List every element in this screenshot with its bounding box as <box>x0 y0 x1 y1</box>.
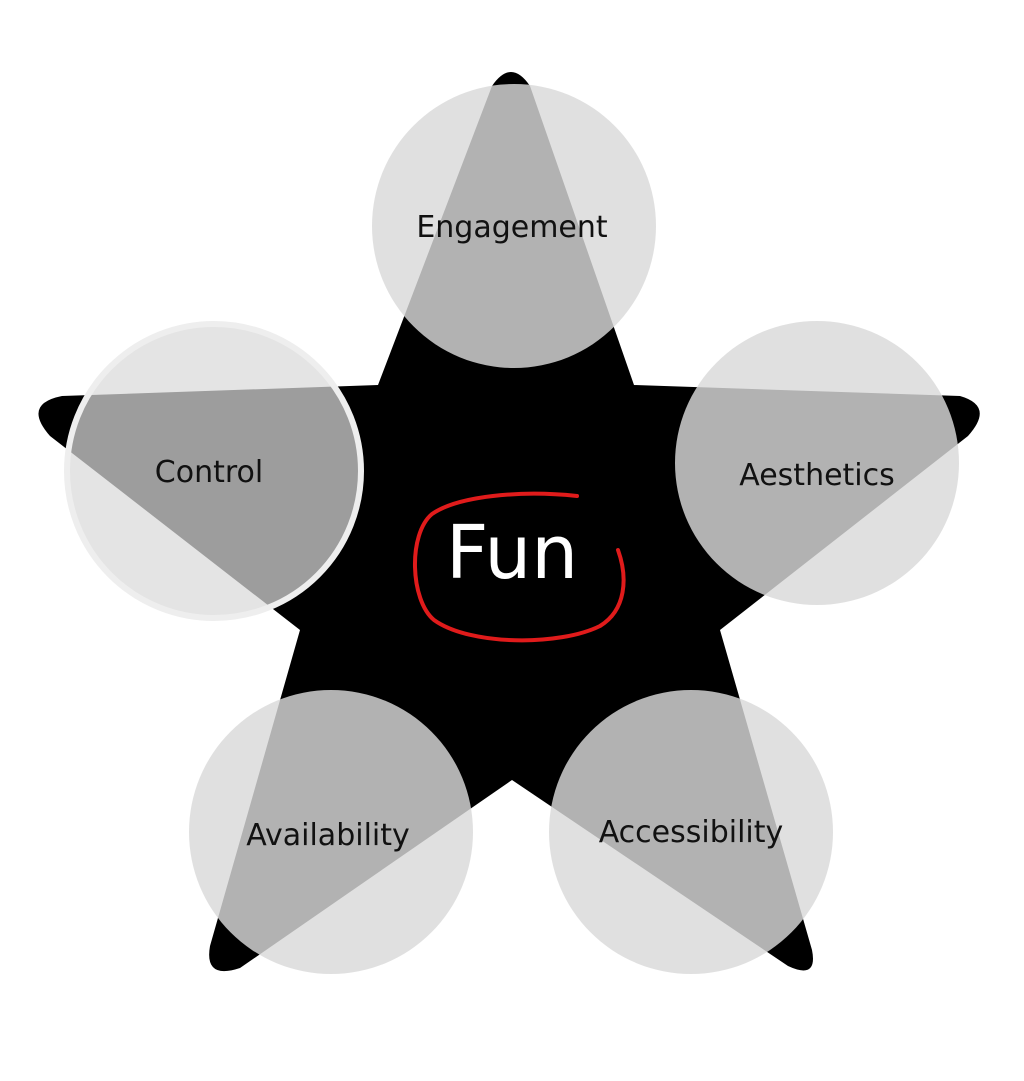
node-label-accessibility: Accessibility <box>599 815 784 850</box>
node-circle <box>675 321 959 605</box>
node-circle <box>549 690 833 974</box>
node-availability: Availability <box>189 690 473 974</box>
node-circle <box>372 84 656 368</box>
node-circle <box>189 690 473 974</box>
node-circle <box>67 324 361 618</box>
node-engagement: Engagement <box>372 84 656 368</box>
node-label-control: Control <box>155 455 263 490</box>
node-accessibility: Accessibility <box>549 690 833 974</box>
node-label-aesthetics: Aesthetics <box>739 458 895 493</box>
center-fun: Fun <box>413 491 626 643</box>
node-label-availability: Availability <box>246 818 410 853</box>
node-circle-outline <box>64 321 364 621</box>
center-label: Fun <box>446 510 578 596</box>
node-label-engagement: Engagement <box>416 210 608 245</box>
node-aesthetics: Aesthetics <box>675 321 959 605</box>
red-highlight-circle <box>413 491 626 643</box>
node-control: Control <box>64 321 364 621</box>
